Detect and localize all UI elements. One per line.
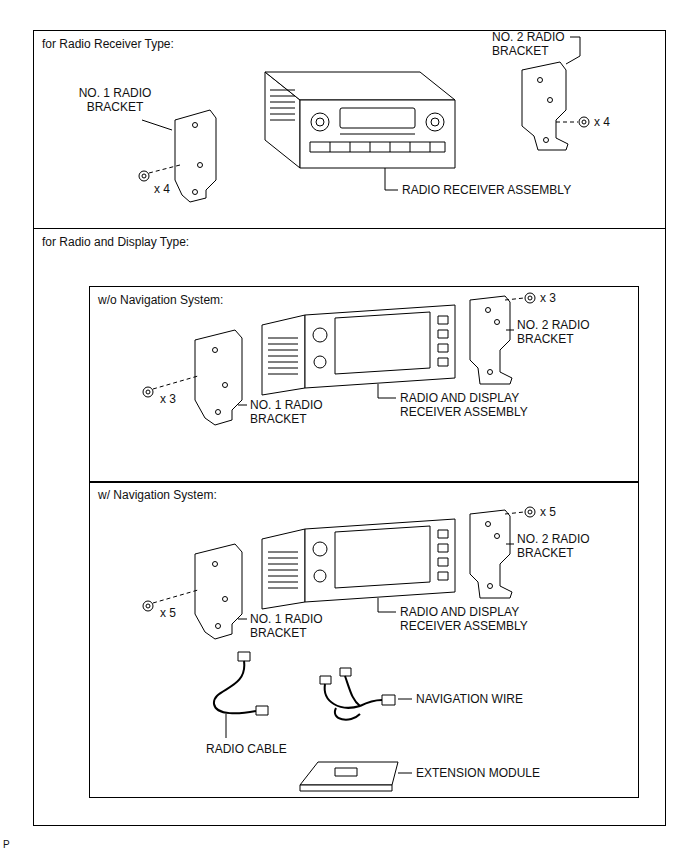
bracket-hole [198,163,203,168]
screw-count: x 4 [594,115,610,129]
knob [426,113,444,131]
part-label: NO. 2 RADIO BRACKET [517,532,601,560]
screw-count: x 5 [160,606,176,620]
disc-slot [340,134,415,135]
knob [311,113,329,131]
part-label: NO. 2 RADIO BRACKET [492,30,576,58]
cable-connector [238,652,250,661]
leader-line [398,699,412,700]
bracket-hole [193,123,198,128]
module-side [300,785,392,791]
part-label: NO. 1 RADIO BRACKET [250,398,334,426]
extension-module [300,762,412,791]
part-label: NO. 1 RADIO BRACKET [250,612,334,640]
leader-line [385,168,398,190]
bracket-hole [193,190,198,195]
panel-heading: for Radio Receiver Type: [42,37,174,51]
screw-head [142,174,146,178]
screw-count: x 3 [540,291,556,305]
bracket [522,62,568,150]
wire-connector [340,668,351,676]
panel-heading: for Radio and Display Type: [42,235,189,249]
part-label: EXTENSION MODULE [416,766,540,780]
button-divider [330,142,430,152]
figure-code: P [3,838,10,852]
screw-axis [556,122,578,123]
screw-head [582,120,586,124]
part-label: RADIO AND DISPLAY RECEIVER ASSEMBLY [400,605,550,633]
wire [335,708,360,720]
module-top [300,762,398,785]
part-label: RADIO AND DISPLAY RECEIVER ASSEMBLY [400,391,550,419]
part-label: RADIO CABLE [206,742,287,756]
cable-connector [256,706,268,715]
type-panel: for Radio Receiver Type: [33,30,666,229]
variant-panel: w/o Navigation System: [89,286,639,483]
part-label: NAVIGATION WIRE [416,692,523,706]
leader-line [142,120,172,130]
bracket-hole [548,98,553,103]
part-label: RADIO RECEIVER ASSEMBLY [402,183,571,197]
part-label: NO. 1 RADIO BRACKET [70,86,160,114]
bracket-hole [538,78,543,83]
screw-count: x 5 [540,505,556,519]
unit-face [300,100,455,168]
screw-count: x 3 [160,392,176,406]
part-label: NO. 2 RADIO BRACKET [517,318,601,346]
bracket [175,110,216,202]
cable [214,661,256,713]
panel-heading: w/ Navigation System: [98,488,217,502]
screw [579,117,589,127]
wire [325,676,382,708]
no1-bracket-top [139,110,216,202]
panel-heading: w/o Navigation System: [98,293,223,307]
connector-comb [270,90,295,120]
screw-axis [149,165,180,173]
wire-connector [320,676,331,684]
module-port [335,768,357,776]
knob-center [316,118,324,126]
display-window [340,108,415,128]
button-row [310,142,445,152]
leader-line [398,773,412,774]
leader-line [566,37,580,64]
bracket-hole [544,138,549,143]
radio-cable [214,652,268,738]
knob-center [431,118,439,126]
leader-line [226,714,227,738]
type-panel: for Radio and Display Type: w/o Navigatio… [33,228,666,826]
variant-panel: w/ Navigation System: [89,481,639,798]
radio-receiver-assembly [265,72,455,190]
screw-count: x 4 [154,182,170,196]
wire-connector [382,695,395,705]
screw [139,171,149,181]
navigation-wire [320,668,412,720]
